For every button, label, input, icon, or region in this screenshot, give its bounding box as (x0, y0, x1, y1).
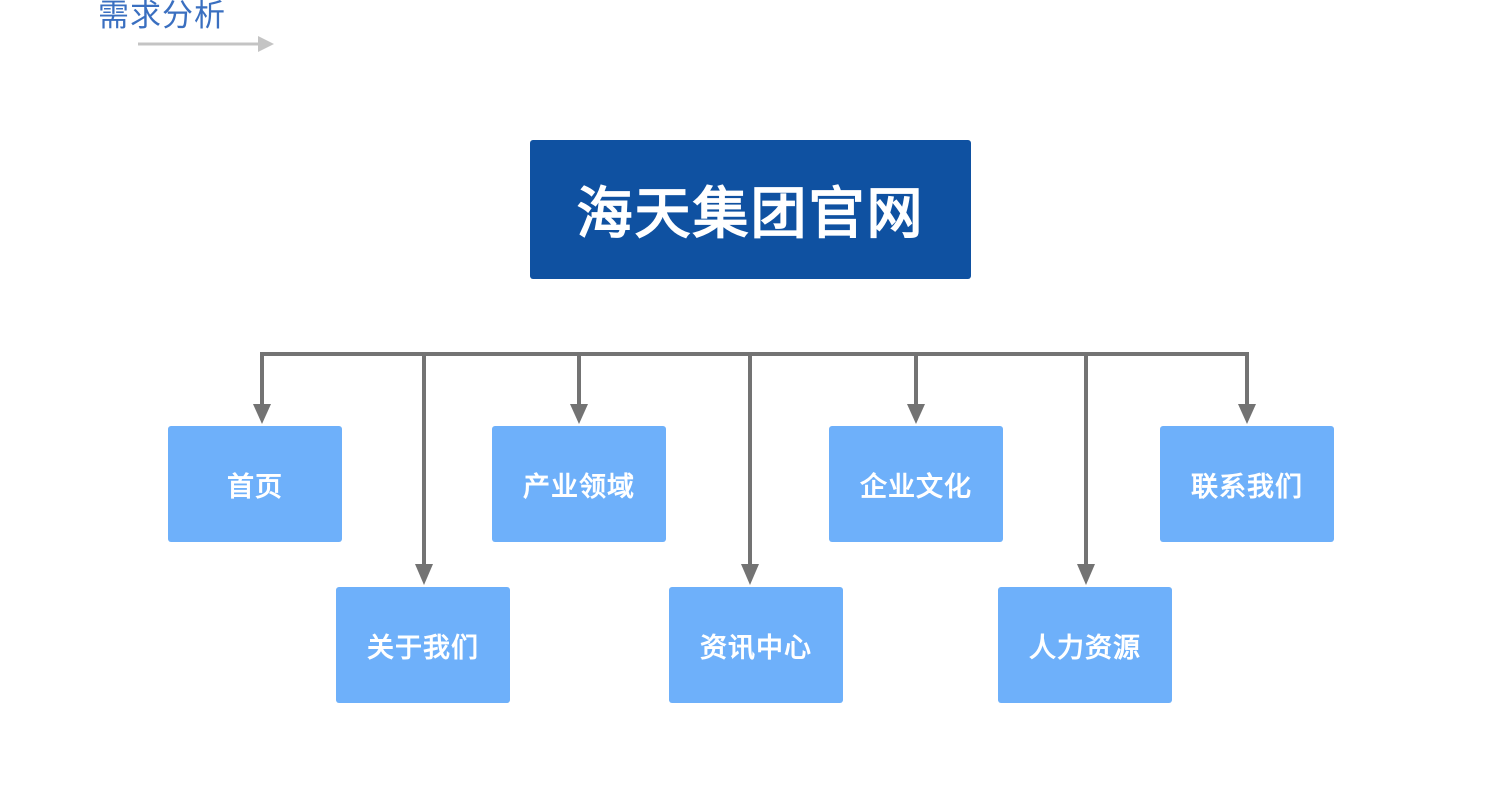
root-node-label: 海天集团官网 (576, 182, 925, 247)
node-human-resources-label: 人力资源 (1029, 632, 1141, 664)
node-news-center-label: 资讯中心 (700, 632, 812, 664)
node-contact-us[interactable]: 联系我们 (1160, 426, 1334, 542)
node-homepage-label: 首页 (227, 471, 283, 503)
arrowhead-about (415, 564, 433, 585)
arrowhead-contact (1238, 404, 1256, 424)
node-culture-label: 企业文化 (860, 471, 972, 503)
arrowhead-industry (570, 404, 588, 424)
node-industry[interactable]: 产业领域 (492, 426, 666, 542)
root-node[interactable]: 海天集团官网 (530, 140, 971, 279)
node-human-resources[interactable]: 人力资源 (998, 587, 1172, 703)
node-about-us[interactable]: 关于我们 (336, 587, 510, 703)
arrowhead-hr (1077, 564, 1095, 585)
node-culture[interactable]: 企业文化 (829, 426, 1003, 542)
section-title-arrow-icon (138, 36, 274, 52)
arrowhead-homepage (253, 404, 271, 424)
node-news-center[interactable]: 资讯中心 (669, 587, 843, 703)
arrowhead-news (741, 564, 759, 585)
node-homepage[interactable]: 首页 (168, 426, 342, 542)
node-industry-label: 产业领域 (523, 471, 635, 503)
arrowhead-culture (907, 404, 925, 424)
section-title: 需求分析 (98, 0, 226, 34)
node-about-us-label: 关于我们 (367, 632, 479, 664)
node-contact-us-label: 联系我们 (1191, 471, 1303, 503)
